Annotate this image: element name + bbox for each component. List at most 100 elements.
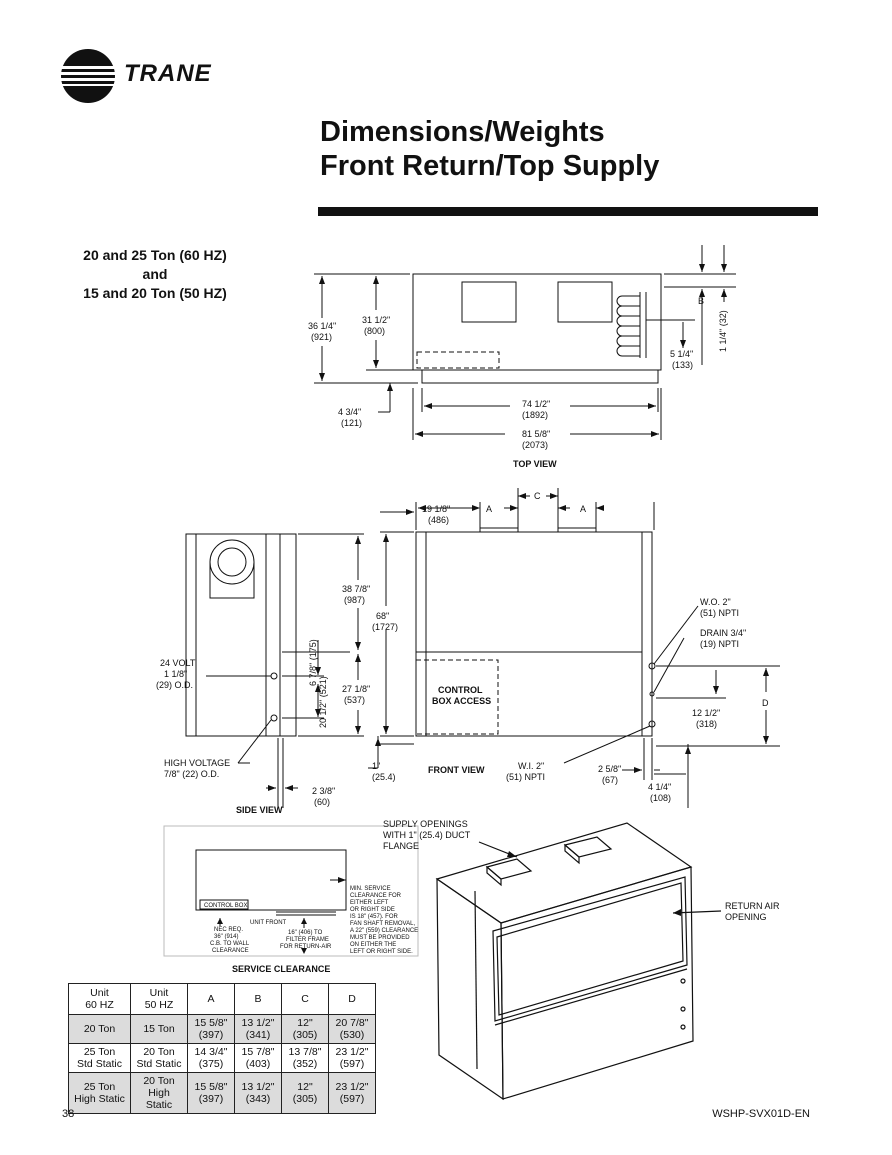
title-rule [318,207,818,216]
drain-label-2: (19) NPTI [700,639,739,649]
front-view-cabinet [415,531,653,737]
dim-2-3-8: 2 3/8" [312,786,335,796]
dim-1: 1" [372,761,380,771]
dim-81-5-8: 81 5/8" [522,429,550,439]
cell-c: 12"(305) [281,1014,329,1044]
top-view-supply-opening-2 [557,281,613,323]
cell-b: 15 7/8"(403) [234,1043,282,1073]
top-view-caption: TOP VIEW [513,459,557,469]
document-code: WSHP-SVX01D-EN [712,1108,810,1120]
service-nec-1: NEC REQ. [214,927,243,933]
dim-20-1-2: 20 1/2" (521) [318,676,328,728]
iso-front-face [500,866,694,1100]
dim-a-right: A [580,504,586,514]
dim-1-1-4: 1 1/4" (32) [718,310,728,352]
volt-label-3: (29) O.D. [156,680,193,690]
front-side-view-diagram: 24 VOLT 1 1/8" (29) O.D. 6 7/8" (175) 20… [156,488,780,815]
control-box-label-2: BOX ACCESS [432,696,491,706]
dim-921: (921) [311,332,332,342]
cell-a: 15 5/8"(397) [187,1014,235,1044]
service-min-8: MUST BE PROVIDED [350,935,410,941]
service-control-box [199,899,249,910]
top-view-base [421,369,659,384]
iso-supply-opening-2 [563,836,613,858]
dim-486: (486) [428,515,449,525]
wi-label-1: W.I. 2" [518,761,544,771]
top-view-coil [616,292,647,358]
dim-c: C [534,491,541,501]
service-min-4: OR RIGHT SIDE [350,907,395,913]
col-a: A [187,983,235,1015]
cell-b: 13 1/2"(341) [234,1014,282,1044]
dim-36-1-4: 36 1/4" [308,321,336,331]
dim-68: 68" [376,611,389,621]
col-d: D [328,983,376,1015]
cell-unit-60: 20 Ton [68,1014,131,1044]
dim-2-5-8: 2 5/8" [598,764,621,774]
trane-circle-logo-icon [60,49,116,103]
dim-6-7-8: 6 7/8" (175) [308,639,318,686]
hv-label-1: HIGH VOLTAGE [164,758,230,768]
model-heading-line-3: 15 and 20 Ton (50 HZ) [83,285,227,301]
dim-318: (318) [696,719,717,729]
service-clearance-diagram: CONTROL BOX UNIT FRONT NEC REQ. 36" (914… [163,825,419,974]
wi-label-2: (51) NPTI [506,772,545,782]
isometric-view-diagram: SUPPLY OPENINGS WITH 1" (25.4) DUCT FLAN… [383,819,780,1101]
service-min-9: ON EITHER THE [350,942,396,948]
service-filter-2: FILTER FRAME [286,937,329,943]
drain-icon [649,691,655,697]
dim-67: (67) [602,775,618,785]
cell-a: 15 5/8"(397) [187,1072,235,1114]
model-heading-line-1: 20 and 25 Ton (60 HZ) [83,247,227,263]
volt-label-1: 24 VOLT [160,658,196,668]
cell-d: 20 7/8"(530) [328,1014,376,1044]
dim-800: (800) [364,326,385,336]
model-heading-line-2: and [142,266,168,282]
side-view-fan-icon [209,539,255,585]
col-c: C [281,983,329,1015]
hv-connection-icon [270,714,278,722]
service-nec-2: 36" (914) [214,934,238,940]
water-outlet-icon [648,662,656,670]
dim-60: (60) [314,797,330,807]
drain-label-1: DRAIN 3/4" [700,628,746,638]
dim-b: B [698,296,704,306]
cell-c: 13 7/8"(352) [281,1043,329,1073]
cell-b: 13 1/2"(343) [234,1072,282,1114]
return-air-label-2: OPENING [725,912,767,922]
dim-d: D [762,698,769,708]
dim-31-1-2: 31 1/2" [362,315,390,325]
top-view-diagram: 36 1/4" (921) 31 1/2" (800) 4 3/4" (121)… [308,245,736,469]
model-heading: 20 and 25 Ton (60 HZ) and 15 and 20 Ton … [60,246,250,303]
volt-label-2: 1 1/8" [164,669,187,679]
iso-return-air-opening [492,876,688,1022]
service-nec-4: CLEARANCE [212,948,249,954]
return-air-label-1: RETURN AIR [725,901,780,911]
dim-4-1-4: 4 1/4" [648,782,671,792]
cell-d: 23 1/2"(597) [328,1072,376,1114]
service-min-7: A 22" (559) CLEARANCE [350,928,418,934]
dim-74-1-2: 74 1/2" [522,399,550,409]
cell-c: 12"(305) [281,1072,329,1114]
dim-133: (133) [672,360,693,370]
service-nec-3: C.B. TO WALL [210,941,250,947]
service-min-5: IS 18" (457). FOR [350,914,398,920]
dim-987: (987) [344,595,365,605]
supply-openings-label-2: WITH 1" (25.4) DUCT [383,830,471,840]
iso-side-face [436,877,504,1101]
water-inlet-icon [648,720,656,728]
service-control-box-label: CONTROL BOX [204,903,247,909]
dim-38-7-8: 38 7/8" [342,584,370,594]
service-unit-front: UNIT FRONT [250,920,287,926]
dim-19-1-8: 19 1/8" [422,504,450,514]
top-view-supply-opening-1 [461,281,517,323]
dim-108: (108) [650,793,671,803]
service-min-2: CLEARANCE FOR [350,893,402,899]
title-line-1: Dimensions/Weights [320,116,605,148]
